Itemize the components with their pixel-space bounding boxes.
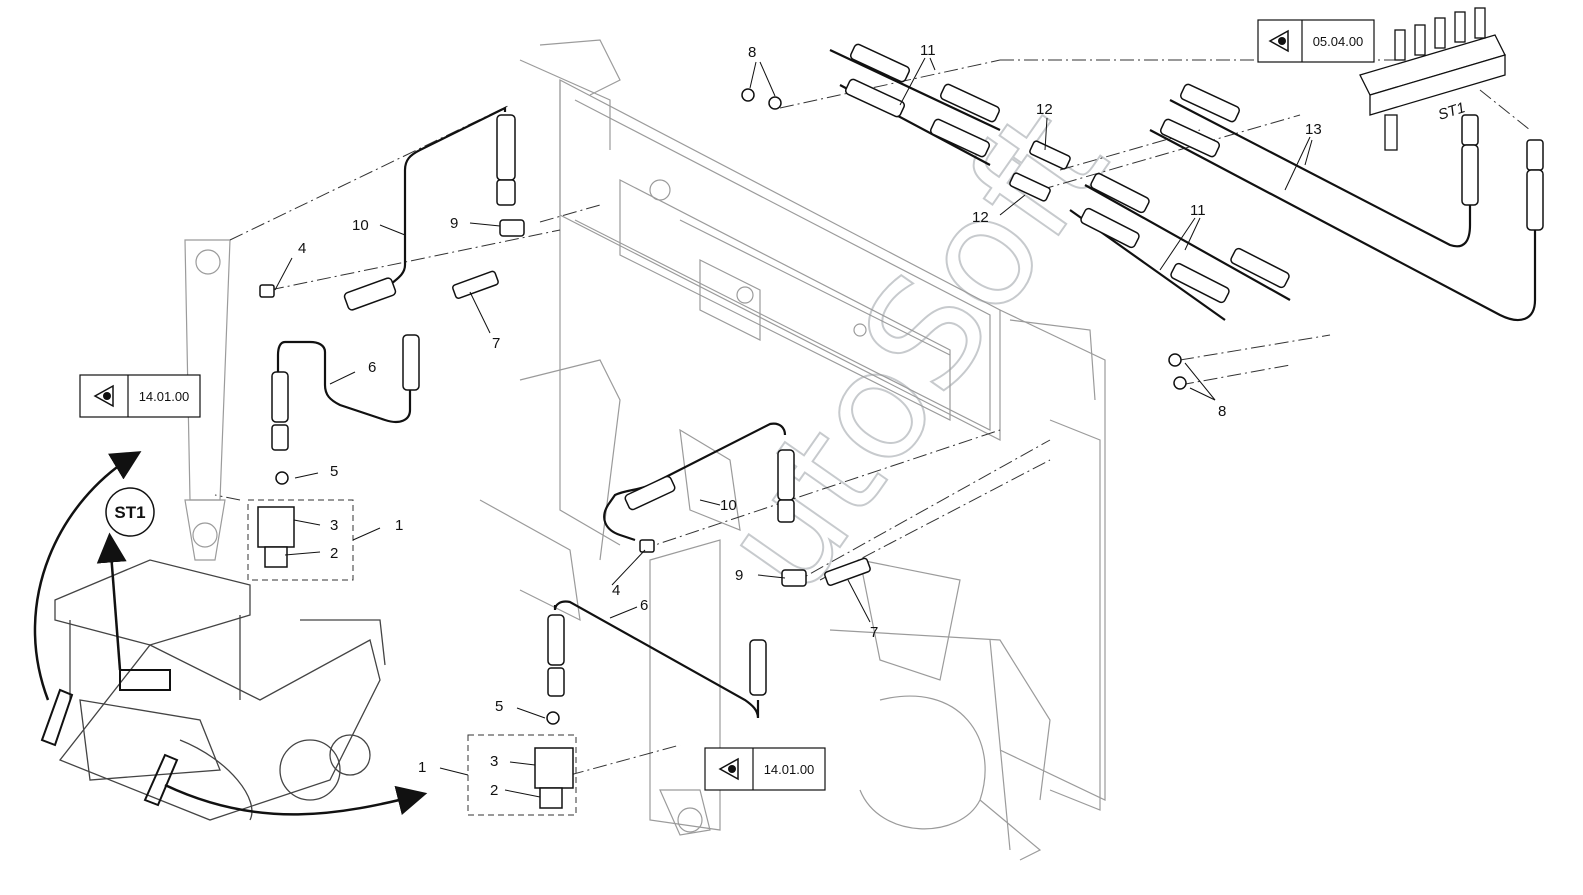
reference-box-top-right[interactable]: 05.04.00 (1257, 19, 1375, 63)
callout-10: 10 (352, 217, 369, 234)
callout-11: 11 (920, 42, 936, 59)
callout-3: 3 (490, 753, 498, 770)
callout-8: 8 (748, 44, 756, 61)
callout-9: 9 (735, 567, 743, 584)
callout-4: 4 (612, 582, 620, 599)
callout-1: 1 (418, 759, 426, 776)
callout-5: 5 (495, 698, 503, 715)
paver-machine (40, 559, 386, 821)
callout-6: 6 (640, 597, 648, 614)
reference-box-middle[interactable]: 14.01.00 (704, 747, 826, 791)
st1-marker: ST1 (105, 487, 155, 537)
callout-12: 12 (1036, 101, 1053, 118)
callout-10: 10 (720, 497, 737, 514)
callout-3: 3 (330, 517, 338, 534)
callout-9: 9 (450, 215, 458, 232)
watermark: utoSoft (688, 80, 1141, 623)
reference-box-left[interactable]: 14.01.00 (79, 374, 201, 418)
callout-1: 1 (395, 517, 403, 534)
reference-label: 05.04.00 (1313, 34, 1364, 49)
callout-numbers: 1 2 3 4 5 6 7 8 9 10 11 12 13 1 2 3 4 5 … (298, 42, 1322, 799)
callout-2: 2 (330, 545, 338, 562)
callout-5: 5 (330, 463, 338, 480)
callout-leaders (274, 57, 1313, 798)
callout-11: 11 (1190, 202, 1206, 219)
st1-label: ST1 (114, 503, 145, 522)
hose-fittings (259, 43, 1544, 725)
location-arrows (33, 451, 428, 816)
callout-6: 6 (368, 359, 376, 376)
callout-2: 2 (490, 782, 498, 799)
callout-13: 13 (1305, 121, 1322, 138)
callout-7: 7 (492, 335, 500, 352)
st1-valve-block (1359, 7, 1506, 151)
reference-label: 14.01.00 (764, 762, 815, 777)
reference-label: 14.01.00 (139, 389, 190, 404)
valve-assembly-middle (439, 734, 577, 816)
hose-lines (276, 49, 1537, 719)
callout-7: 7 (870, 624, 878, 641)
callout-12: 12 (972, 209, 989, 226)
callout-4: 4 (298, 240, 306, 257)
callout-8: 8 (1218, 403, 1226, 420)
valve-assembly-left (247, 499, 381, 581)
